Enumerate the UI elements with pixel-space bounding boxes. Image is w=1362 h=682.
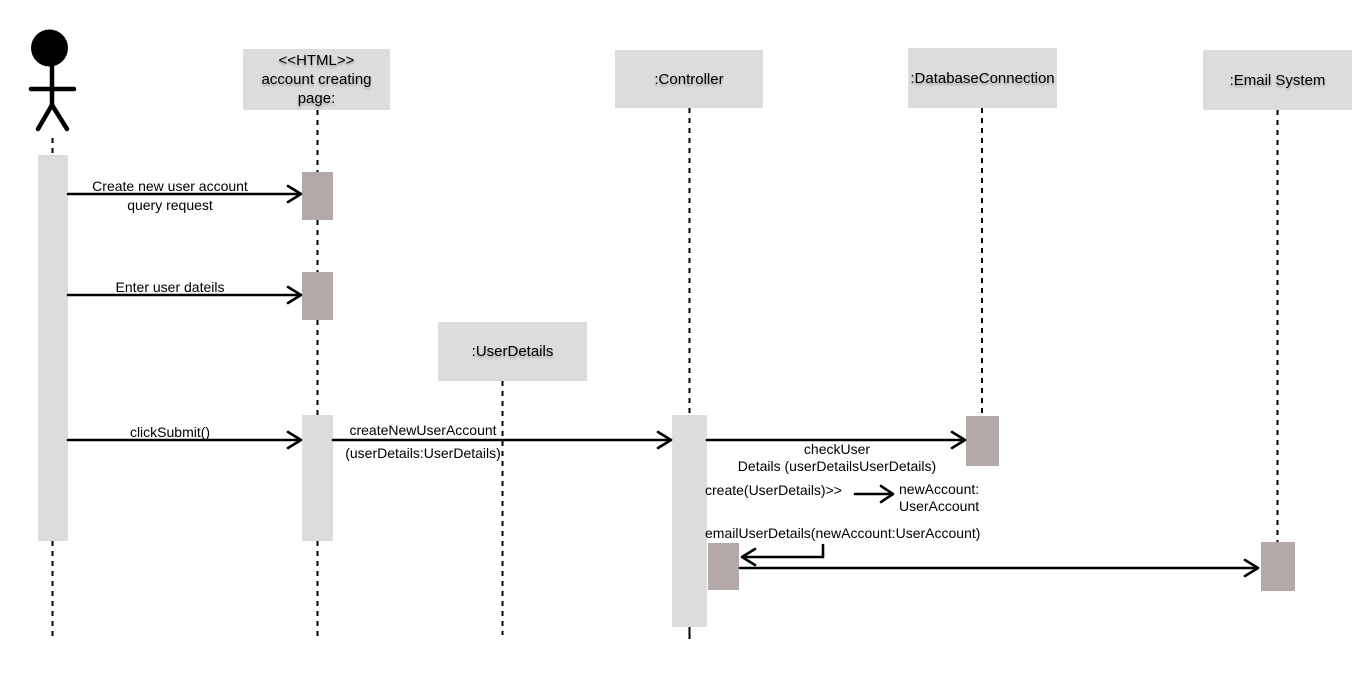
message-label-create-account-line2: query request	[127, 197, 213, 213]
participant-box-controller: :Controller	[615, 50, 763, 108]
actor-activation	[38, 155, 68, 541]
controller-sub-activation	[708, 543, 739, 590]
enter-user-details-arrow	[66, 285, 303, 305]
email-activation	[1261, 542, 1295, 591]
actor-icon	[28, 29, 77, 132]
message-label-create-new-user-account: createNewUserAccount	[349, 422, 497, 438]
create-user-details-arrow	[853, 484, 895, 504]
message-label-email-user-details: emailUserDetails(newAccount:UserAccount)	[705, 525, 981, 541]
message-label-user-details-param: (userDetails:UserDetails)	[345, 445, 501, 461]
controller-activation	[672, 415, 707, 627]
create-new-user-account-arrow	[331, 430, 673, 450]
email-user-details-arrow	[738, 558, 1260, 578]
check-user-details-arrow	[705, 430, 967, 450]
message-label-create-user-details: create(UserDetails)>>	[705, 482, 842, 498]
participant-box-database-connection: :DatabaseConnection	[908, 48, 1057, 108]
message-label-enter-user-details: Enter user dateils	[115, 279, 225, 295]
participant-box-user-details: :UserDetails	[438, 322, 587, 381]
message-label-create-account-line1: Create new user account	[92, 178, 248, 194]
account-page-activation-3	[302, 415, 333, 541]
message-label-check-user-details: checkUser Details (userDetailsUserDetail…	[737, 441, 937, 474]
participant-box-email-system: :Email System	[1203, 50, 1352, 110]
account-page-activation-1	[302, 172, 333, 220]
database-activation	[966, 416, 999, 466]
email-user-details-return-arrow	[740, 543, 825, 567]
account-page-activation-2	[302, 272, 333, 320]
click-submit-arrow	[66, 430, 303, 450]
participant-box-account-page: <<HTML>> account creating page:	[243, 49, 390, 110]
message-label-click-submit: clickSubmit()	[129, 424, 211, 440]
create-account-request-arrow	[66, 184, 303, 204]
message-label-new-account: newAccount: UserAccount	[899, 481, 980, 514]
